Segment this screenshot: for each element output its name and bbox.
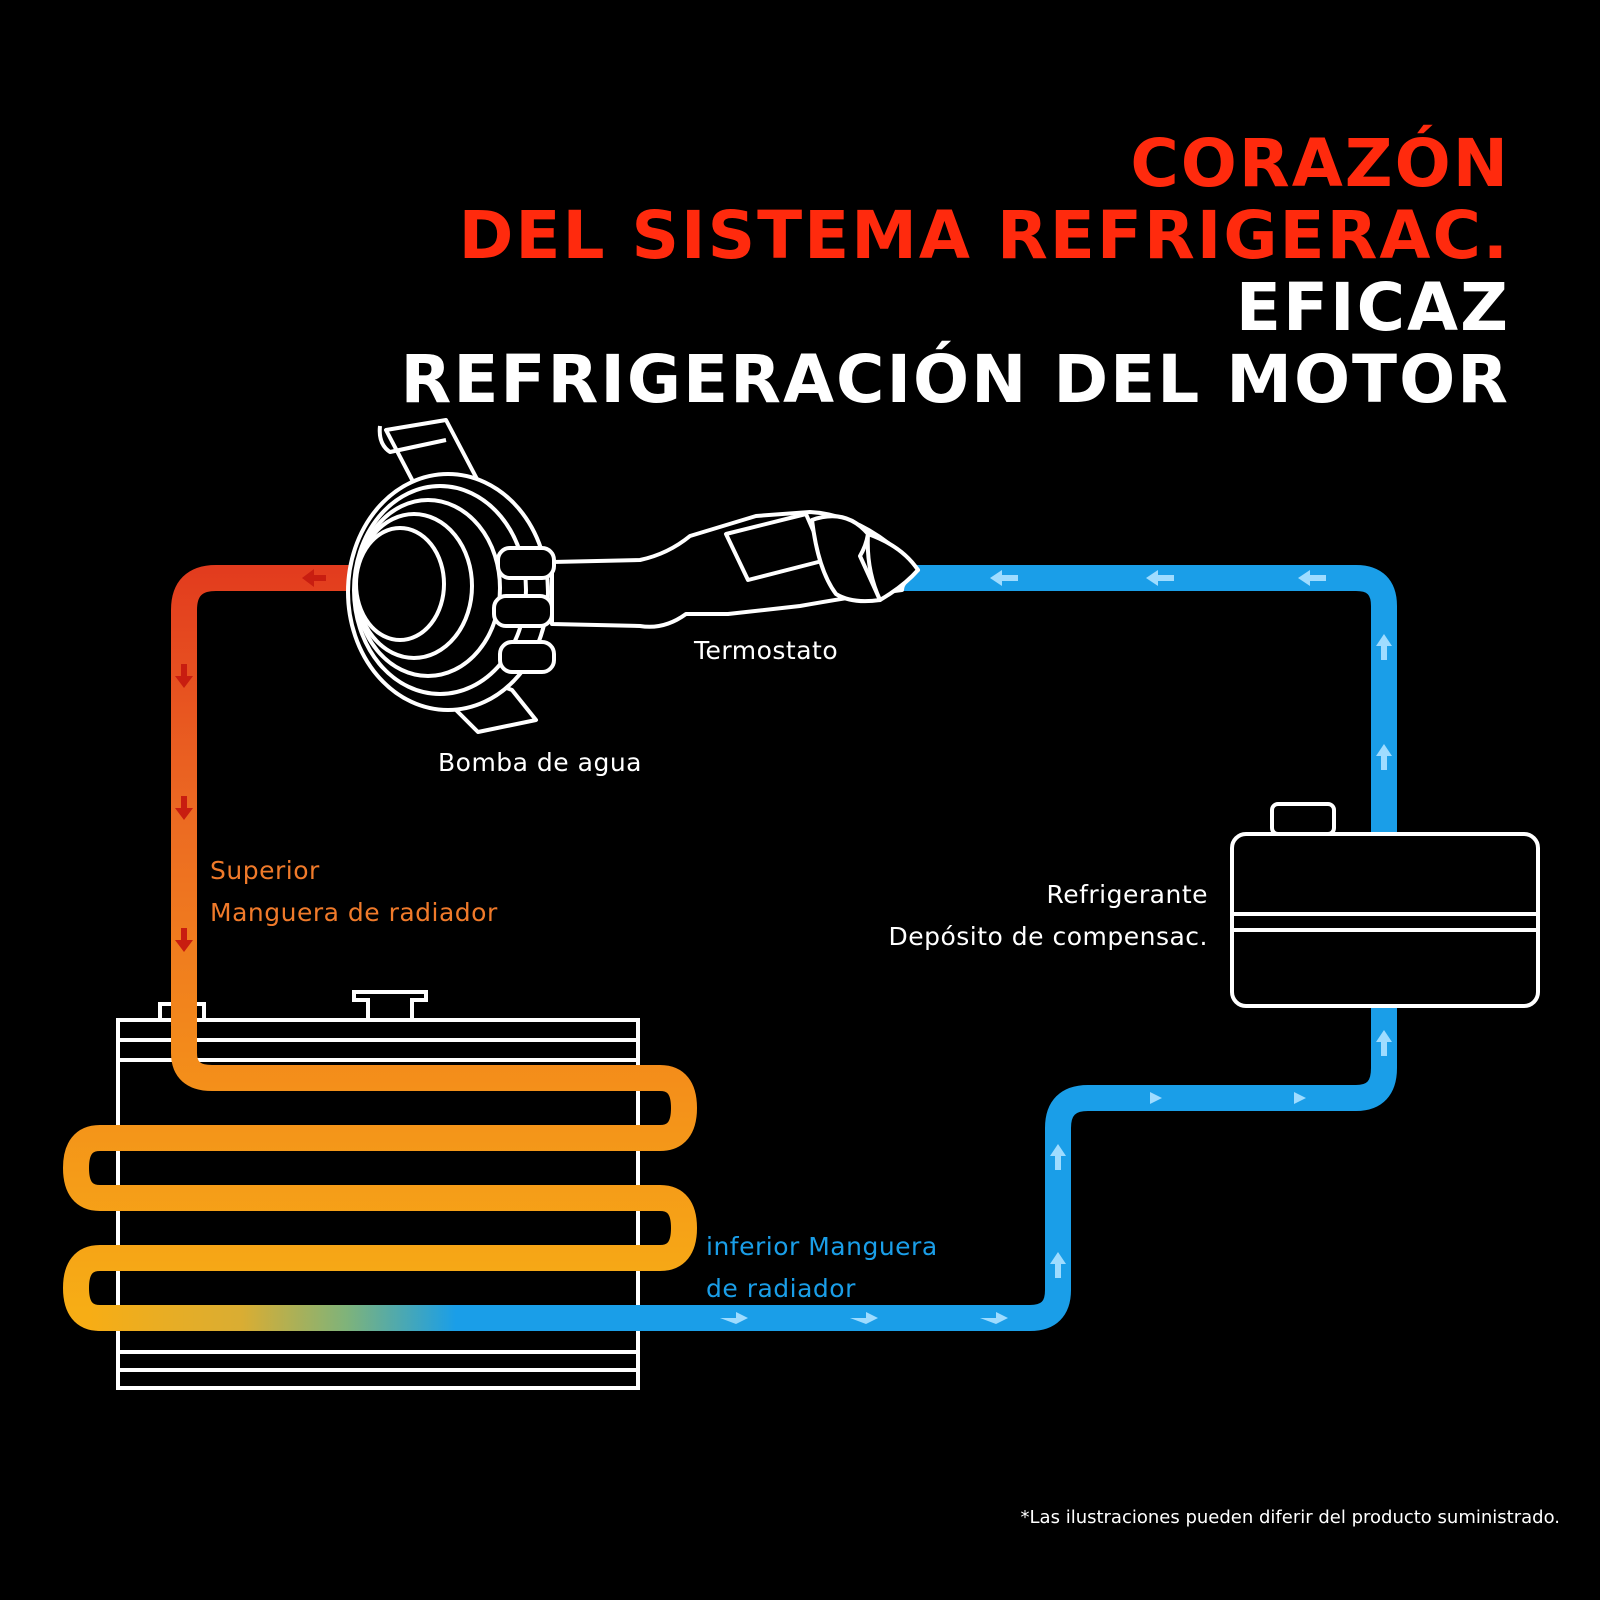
- headline: CORAZÓN DEL SISTEMA REFRIGERAC. EFICAZ R…: [401, 128, 1510, 416]
- headline-line-1: CORAZÓN: [1130, 125, 1510, 202]
- pump-bolt: [496, 546, 556, 580]
- headline-line-4: REFRIGERACIÓN DEL MOTOR: [400, 341, 1510, 418]
- arrow-up-icon: [1376, 634, 1392, 660]
- arrow-right-icon: [850, 1312, 878, 1324]
- pump-bolt: [498, 640, 556, 674]
- arrow-up-icon: [1050, 1144, 1066, 1170]
- thermostat: [550, 510, 920, 629]
- arrow-right-icon: [1280, 1092, 1306, 1104]
- hot-hose: [63, 565, 713, 1331]
- hot-flow-arrows: [175, 569, 326, 952]
- upper-radiator-hose: [63, 565, 697, 1331]
- arrow-left-icon: [990, 570, 1018, 586]
- headline-line-3: EFICAZ: [1235, 269, 1510, 346]
- pump-bolt: [492, 594, 554, 628]
- arrow-up-icon: [1376, 744, 1392, 770]
- water-pump-label: Bomba de agua: [438, 748, 642, 777]
- lower-radiator-hose: [687, 993, 1397, 1331]
- disclaimer-footnote: *Las ilustraciones pueden diferir del pr…: [1020, 1507, 1560, 1528]
- arrow-down-icon: [175, 928, 193, 952]
- lower-hose-label-1: inferior Manguera: [706, 1232, 938, 1261]
- reservoir-body: [1230, 832, 1540, 1008]
- arrow-left-icon: [302, 569, 326, 587]
- arrow-left-icon: [1146, 570, 1174, 586]
- cold-flow-arrows: [720, 570, 1392, 1324]
- thermostat-nozzle: [865, 532, 920, 602]
- return-hose: [889, 565, 1397, 849]
- arrow-down-icon: [175, 664, 193, 688]
- arrow-up-icon: [1376, 1030, 1392, 1056]
- radiator-cap: [352, 990, 428, 1020]
- arrow-left-icon: [1298, 570, 1326, 586]
- arrow-right-icon: [720, 1312, 748, 1324]
- reservoir-cap: [1270, 802, 1336, 836]
- reservoir-label-2: Depósito de compensac.: [888, 922, 1208, 951]
- reservoir-label-1: Refrigerante: [1046, 880, 1208, 909]
- upper-hose-label-2: Manguera de radiador: [210, 898, 498, 927]
- expansion-reservoir: [1230, 802, 1540, 1008]
- pump-pulley-hub: [354, 526, 446, 642]
- arrow-right-icon: [980, 1312, 1008, 1324]
- water-pump: [346, 418, 556, 734]
- thermostat-label: Termostato: [694, 636, 839, 665]
- lower-hose-label-2: de radiador: [706, 1274, 856, 1303]
- thermostat-outlet: [810, 514, 882, 604]
- arrow-up-icon: [1050, 1252, 1066, 1278]
- arrow-right-icon: [1136, 1092, 1162, 1104]
- headline-line-2: DEL SISTEMA REFRIGERAC.: [458, 197, 1510, 274]
- cold-hose: [687, 565, 1397, 1331]
- upper-hose-label-1: Superior: [210, 856, 320, 885]
- arrow-down-icon: [175, 796, 193, 820]
